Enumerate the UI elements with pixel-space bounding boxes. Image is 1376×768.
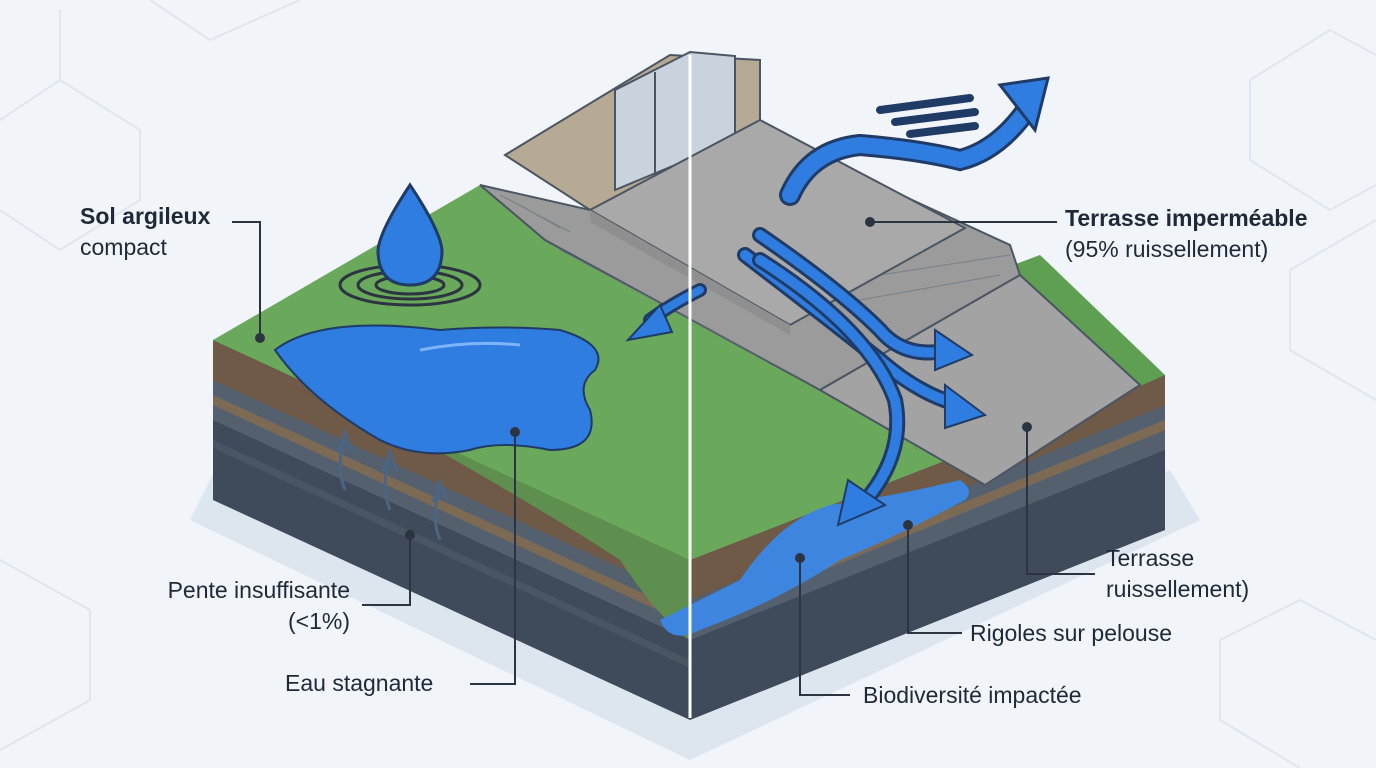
label-pente-line2: (<1%) [288, 608, 350, 634]
label-pente-insuffisante: Pente insuffisante (<1%) [125, 575, 350, 637]
rill-water [660, 480, 969, 636]
swoosh-arrow-icon [779, 76, 1050, 206]
label-eau-text: Eau stagnante [285, 670, 434, 696]
label-sol-argileux: Sol argileux compact [80, 201, 210, 263]
label-biodiversite: Biodiversité impactée [863, 680, 1082, 711]
stagnant-water [273, 324, 600, 455]
paver-joints [499, 194, 1011, 379]
label-rigoles: Rigoles sur pelouse [970, 618, 1172, 649]
label-eau-stagnante: Eau stagnante [285, 668, 433, 699]
label-sol-title: Sol argileux [80, 203, 211, 229]
label-terrasse-title: Terrasse imperméable [1065, 205, 1308, 231]
label-pente-line1: Pente insuffisante [167, 577, 350, 603]
label-sol-sub: compact [80, 234, 167, 260]
label-terrasse-ruissellement: Terrasse ruissellement) [1106, 543, 1249, 605]
leader-lines [232, 217, 1095, 696]
label-terrasse-impermeable: Terrasse imperméable (95% ruissellement) [1065, 203, 1308, 265]
lawn-right-strip [1000, 255, 1165, 395]
capillary-arrows [336, 427, 449, 541]
label-biodiv-text: Biodiversité impactée [863, 682, 1082, 708]
house-wall [503, 50, 761, 212]
label-terrasse-sub: (95% ruissellement) [1065, 236, 1269, 262]
runoff-arrows [625, 227, 988, 527]
label-rigoles-text: Rigoles sur pelouse [970, 620, 1173, 646]
label-terrasse-low-line1: Terrasse [1106, 545, 1195, 571]
ground-shadow [190, 470, 1200, 760]
label-terrasse-low-line2: ruissellement) [1106, 576, 1250, 602]
water-drop-icon [338, 182, 482, 307]
